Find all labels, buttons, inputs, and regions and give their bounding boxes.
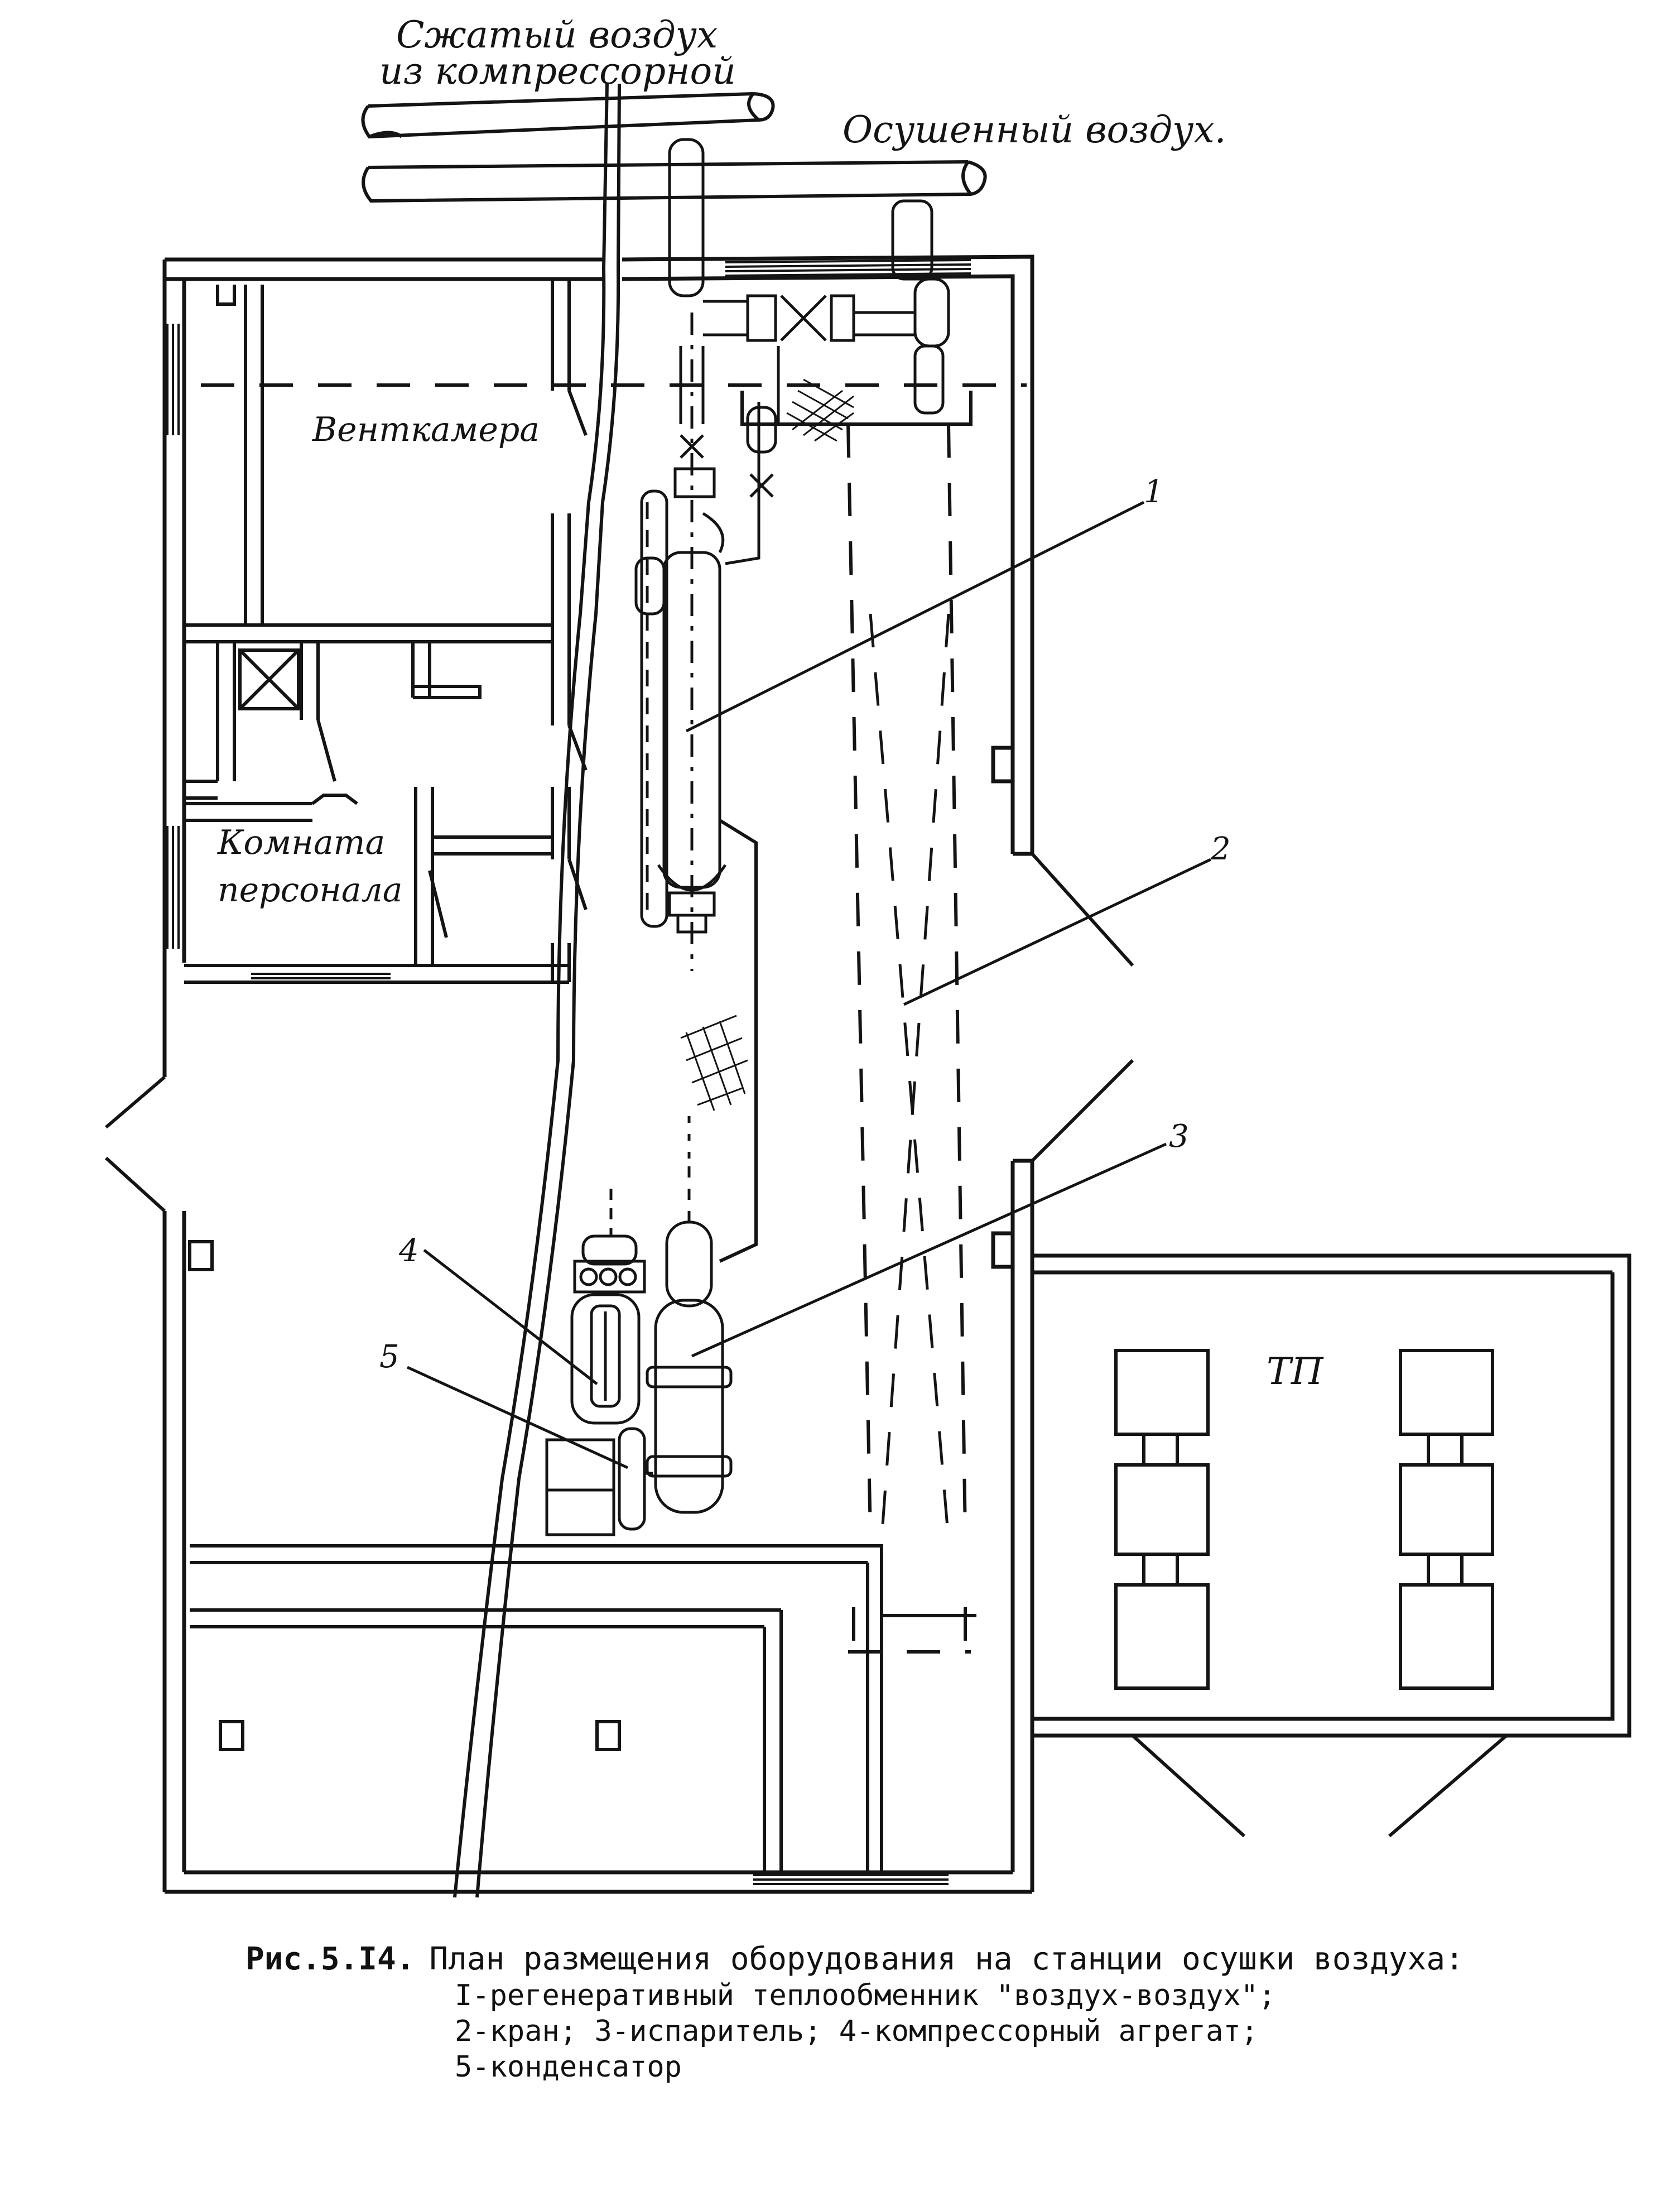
caption-title: План размещения оборудования на станции …: [429, 1941, 1464, 1977]
staff-room-label-line2: персонала: [218, 871, 403, 910]
hatch-marks: [680, 378, 854, 1111]
dried-air-label: Осушенный воздух.: [843, 108, 1226, 151]
leader-3: [691, 1142, 1167, 1358]
compressed-air-label-line2: из компрессорной: [379, 50, 736, 93]
windows: [166, 259, 971, 1885]
leader-4: [423, 1249, 598, 1385]
caption-legend: I-регенеративный теплообменник "воздух-в…: [455, 1978, 1663, 2085]
leader-2: [903, 858, 1212, 1006]
caption-title-line: Рис.5.I4. План размещения оборудования на…: [245, 1941, 1663, 1978]
leader-lines: [406, 501, 1212, 1469]
marker-3: 3: [1169, 1118, 1189, 1155]
dried-air-pipe-header: [362, 160, 987, 203]
leader-1: [685, 501, 1145, 733]
doors: [104, 852, 1508, 1838]
marker-2: 2: [1210, 831, 1231, 867]
compressed-air-supply-pipe: [453, 83, 621, 1898]
caption-legend-item: 5-конденсатор: [455, 2050, 682, 2084]
compressor-unit-4: [570, 1189, 646, 1425]
interior-partitions: [184, 279, 588, 984]
caption-legend-item: 2-кран; 3-испаритель; 4-компрессорный аг…: [455, 2015, 1259, 2048]
vent-chamber-label: Венткамера: [312, 410, 540, 449]
condenser-5: [545, 1427, 653, 1536]
evaporator-3: [646, 1116, 733, 1514]
substation-label: ТП: [1267, 1350, 1324, 1393]
transformers: [1114, 1349, 1494, 1690]
marker-5: 5: [379, 1339, 399, 1375]
figure-caption: Рис.5.I4. План размещения оборудования на…: [245, 1941, 1663, 2085]
marker-1: 1: [1144, 474, 1164, 510]
building-walls: [162, 254, 1034, 1894]
compressed-air-pipe-header: [361, 92, 775, 139]
heat-exchanger-1: [634, 138, 950, 971]
substation-annex: [1032, 1253, 1631, 1738]
compressed-air-label-line1: Сжатый воздух: [396, 13, 718, 56]
staff-room-label-line1: Комната: [217, 823, 385, 862]
caption-figure-number: Рис.5.I4.: [245, 1941, 415, 1977]
caption-legend-item: I-регенеративный теплообменник "воздух-в…: [455, 1979, 1276, 2012]
lower-room-structures: [188, 391, 976, 1872]
marker-4: 4: [398, 1233, 419, 1269]
leader-5: [406, 1366, 629, 1469]
